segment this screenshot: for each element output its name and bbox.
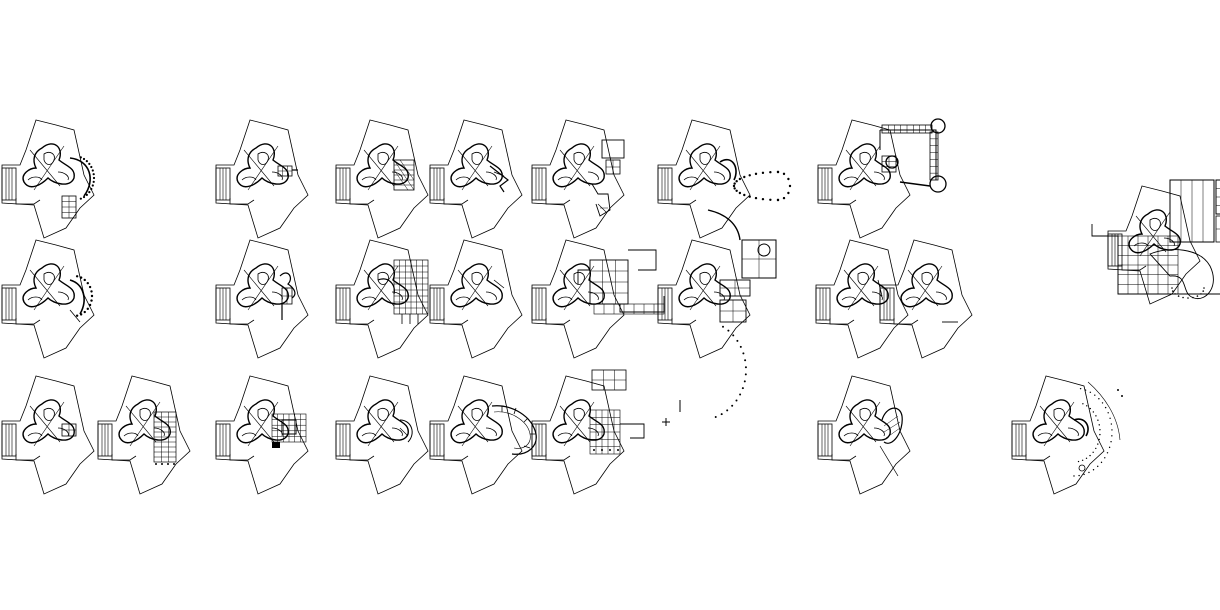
site-base-plan	[215, 239, 309, 359]
floor-plan-14	[657, 209, 777, 426]
floor-plan-20	[429, 375, 537, 495]
floor-plan-7	[817, 118, 947, 239]
site-base-plan	[817, 119, 911, 239]
floor-plan-23	[1011, 375, 1123, 495]
plan-addition-small-grid	[277, 165, 298, 177]
floor-plan-3	[335, 119, 429, 239]
plan-addition-dotted-rings	[1073, 381, 1123, 477]
plans-layer	[1, 118, 1220, 495]
floor-plan-19	[335, 375, 429, 495]
floor-plan-4	[429, 119, 523, 239]
site-base-plan	[1, 375, 95, 495]
site-base-plan	[1011, 375, 1105, 495]
site-base-plan	[215, 375, 309, 495]
floor-plan-18	[215, 375, 309, 495]
plan-addition-grid-block	[589, 369, 645, 455]
plan-addition-hatched-box	[393, 159, 415, 191]
plan-addition-dotted-crescent	[61, 156, 96, 219]
site-base-plan	[215, 119, 309, 239]
plan-addition-plain	[493, 279, 505, 289]
site-base-plan	[817, 375, 911, 495]
plan-addition-castle	[879, 118, 947, 193]
site-base-plan-second	[879, 239, 973, 359]
site-base-plan	[335, 375, 429, 495]
floor-plan-10	[215, 239, 309, 359]
site-base-plan	[1, 119, 95, 239]
site-base-plan	[657, 119, 751, 239]
site-base-plan	[429, 375, 523, 495]
floor-plan-21	[531, 369, 645, 495]
plan-addition-arrow-wedge	[489, 165, 509, 193]
plan-addition-linked-chain	[662, 209, 777, 426]
site-base-plan	[1107, 185, 1201, 305]
plan-addition-dotted-oval	[719, 158, 792, 202]
floor-plan-17	[97, 375, 191, 495]
floor-plan-6	[657, 119, 792, 239]
floor-plan-13	[531, 239, 665, 359]
plan-addition-boxes-chain	[591, 139, 625, 217]
plan-addition-courtyard	[271, 413, 307, 448]
floor-plan-2	[215, 119, 309, 239]
plan-addition-double	[877, 279, 883, 297]
floor-plan-12	[429, 239, 523, 359]
floor-plan-22	[817, 375, 911, 495]
plan-addition-rotated-grid	[153, 411, 177, 465]
site-base-plan	[1, 239, 95, 359]
plan-addition-column-grid	[377, 259, 429, 324]
floor-plan-5	[531, 119, 625, 239]
floor-plan-9	[1, 239, 95, 359]
plan-addition-segmented-arc	[491, 405, 537, 455]
floor-plan-1	[1, 119, 96, 239]
plan-addition-complex-block	[577, 249, 665, 315]
plan-addition-small-box	[61, 423, 77, 437]
site-base-plan	[531, 239, 625, 359]
plan-addition-circle-stub	[399, 419, 413, 443]
plan-addition-campus	[1091, 179, 1220, 300]
floor-plan-15	[815, 239, 973, 359]
plan-addition-wavy-stub	[279, 272, 296, 320]
plan-addition-dotted-arc	[69, 275, 94, 323]
site-base-plan	[429, 119, 523, 239]
floor-plan-8	[1091, 179, 1220, 305]
site-base-plan	[335, 239, 429, 359]
site-base-plan	[531, 375, 625, 495]
site-base-plan	[657, 239, 751, 359]
plan-addition-leaf	[879, 407, 903, 477]
floor-plan-16	[1, 375, 95, 495]
floor-plan-11	[335, 239, 429, 359]
site-base-plan	[429, 239, 523, 359]
site-base-plan	[531, 119, 625, 239]
